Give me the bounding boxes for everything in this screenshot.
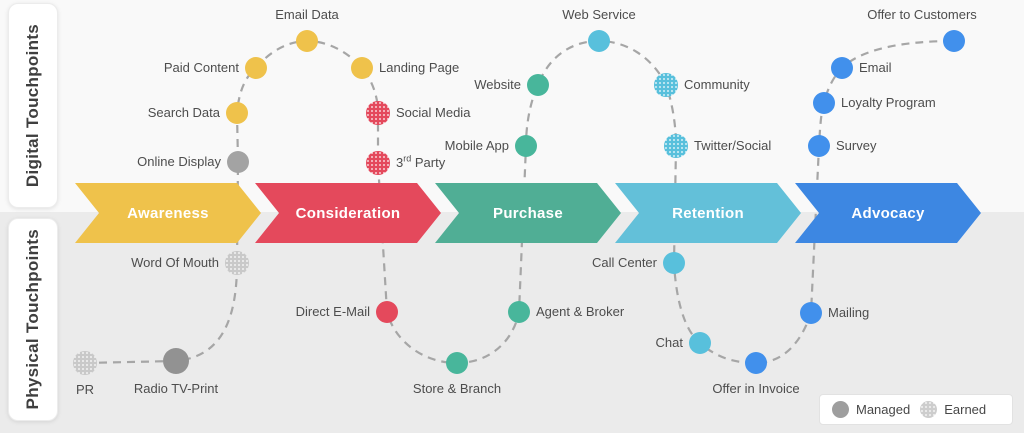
stage-chevron-retention: Retention	[615, 183, 801, 243]
touchpoint-label-offer-to-customers: Offer to Customers	[867, 7, 977, 22]
physical-touchpoints-panel: Physical Touchpoints	[8, 218, 58, 421]
physical-touchpoints-label: Physical Touchpoints	[23, 229, 42, 410]
touchpoint-label-chat: Chat	[655, 335, 683, 350]
touchpoint-dot-online-display	[227, 151, 249, 173]
touchpoint-label-3rd-party: 3rd Party	[396, 153, 446, 170]
touchpoint-label-pr: PR	[75, 382, 95, 397]
touchpoint-dot-community	[654, 73, 678, 97]
legend-managed-label: Managed	[856, 402, 911, 417]
touchpoint-label-twitter-social: Twitter/Social	[694, 138, 772, 153]
touchpoint-label-radio-tv-print: Radio TV-Print	[133, 381, 219, 396]
touchpoint-label-email-data: Email Data	[275, 7, 339, 22]
touchpoint-dot-social-media	[366, 101, 390, 125]
touchpoint-dot-twitter-social	[664, 134, 688, 158]
touchpoint-dot-word-of-mouth	[225, 251, 249, 275]
legend-earned-label: Earned	[944, 402, 987, 417]
touchpoint-dot-mobile-app	[515, 135, 537, 157]
legend: Managed Earned	[819, 394, 1013, 425]
touchpoint-dot-search-data	[226, 102, 248, 124]
stage-label: Retention	[672, 204, 744, 222]
touchpoint-label-survey: Survey	[836, 138, 877, 153]
touchpoint-label-online-display: Online Display	[137, 154, 221, 169]
touchpoint-dot-call-center	[663, 252, 685, 274]
stage-chevron-advocacy: Advocacy	[795, 183, 981, 243]
touchpoint-label-loyalty-program: Loyalty Program	[841, 95, 936, 110]
earned-dot-icon	[920, 401, 938, 418]
touchpoint-label-mobile-app: Mobile App	[444, 138, 509, 153]
touchpoint-label-landing-page: Landing Page	[379, 60, 460, 75]
legend-item-managed: Managed	[832, 401, 910, 418]
managed-dot-icon	[832, 401, 849, 418]
stage-chevron-purchase: Purchase	[435, 183, 621, 243]
stage-chevron-awareness: Awareness	[75, 183, 261, 243]
touchpoint-dot-offer-to-customers	[943, 30, 965, 52]
legend-item-earned: Earned	[920, 401, 986, 418]
touchpoint-dot-mailing	[800, 302, 822, 324]
touchpoint-dot-survey	[808, 135, 830, 157]
touchpoint-label-paid-content: Paid Content	[163, 60, 239, 75]
touchpoint-label-word-of-mouth: Word Of Mouth	[131, 255, 219, 270]
touchpoint-dot-direct-e-mail	[376, 301, 398, 323]
digital-touchpoints-label: Digital Touchpoints	[23, 23, 42, 188]
touchpoint-label-agent-broker: Agent & Broker	[536, 304, 625, 319]
touchpoint-label-website: Website	[474, 77, 521, 92]
touchpoint-label-call-center: Call Center	[591, 255, 657, 270]
touchpoint-dot-landing-page	[351, 57, 373, 79]
touchpoint-dot-website	[527, 74, 549, 96]
stage-label: Consideration	[295, 204, 401, 222]
touchpoint-dot-offer-in-invoice	[745, 352, 767, 374]
touchpoint-dot-radio-tv-print	[163, 348, 189, 374]
touchpoint-dot-loyalty-program	[813, 92, 835, 114]
touchpoint-label-direct-e-mail: Direct E-Mail	[295, 304, 370, 319]
touchpoint-dot-paid-content	[245, 57, 267, 79]
touchpoint-label-social-media: Social Media	[396, 105, 471, 120]
touchpoint-label-email: Email	[859, 60, 892, 75]
touchpoint-dot-pr	[73, 351, 97, 375]
touchpoint-dot-agent-broker	[508, 301, 530, 323]
touchpoint-dot-3rd-party	[366, 151, 390, 175]
touchpoint-label-search-data: Search Data	[147, 105, 220, 120]
touchpoint-label-community: Community	[684, 77, 750, 92]
touchpoint-dot-email-data	[296, 30, 318, 52]
stage-label: Purchase	[493, 204, 563, 222]
touchpoint-dot-web-service	[588, 30, 610, 52]
stage-label: Awareness	[127, 204, 209, 222]
touchpoint-dot-store-branch	[446, 352, 468, 374]
stage-label: Advocacy	[851, 204, 925, 222]
touchpoint-label-mailing: Mailing	[828, 305, 870, 320]
touchpoint-dot-email	[831, 57, 853, 79]
stage-chevron-consideration: Consideration	[255, 183, 441, 243]
touchpoint-label-offer-in-invoice: Offer in Invoice	[712, 381, 800, 396]
touchpoint-label-store-branch: Store & Branch	[412, 381, 502, 396]
touchpoint-label-web-service: Web Service	[562, 7, 636, 22]
digital-touchpoints-panel: Digital Touchpoints	[8, 3, 58, 208]
touchpoint-dot-chat	[689, 332, 711, 354]
